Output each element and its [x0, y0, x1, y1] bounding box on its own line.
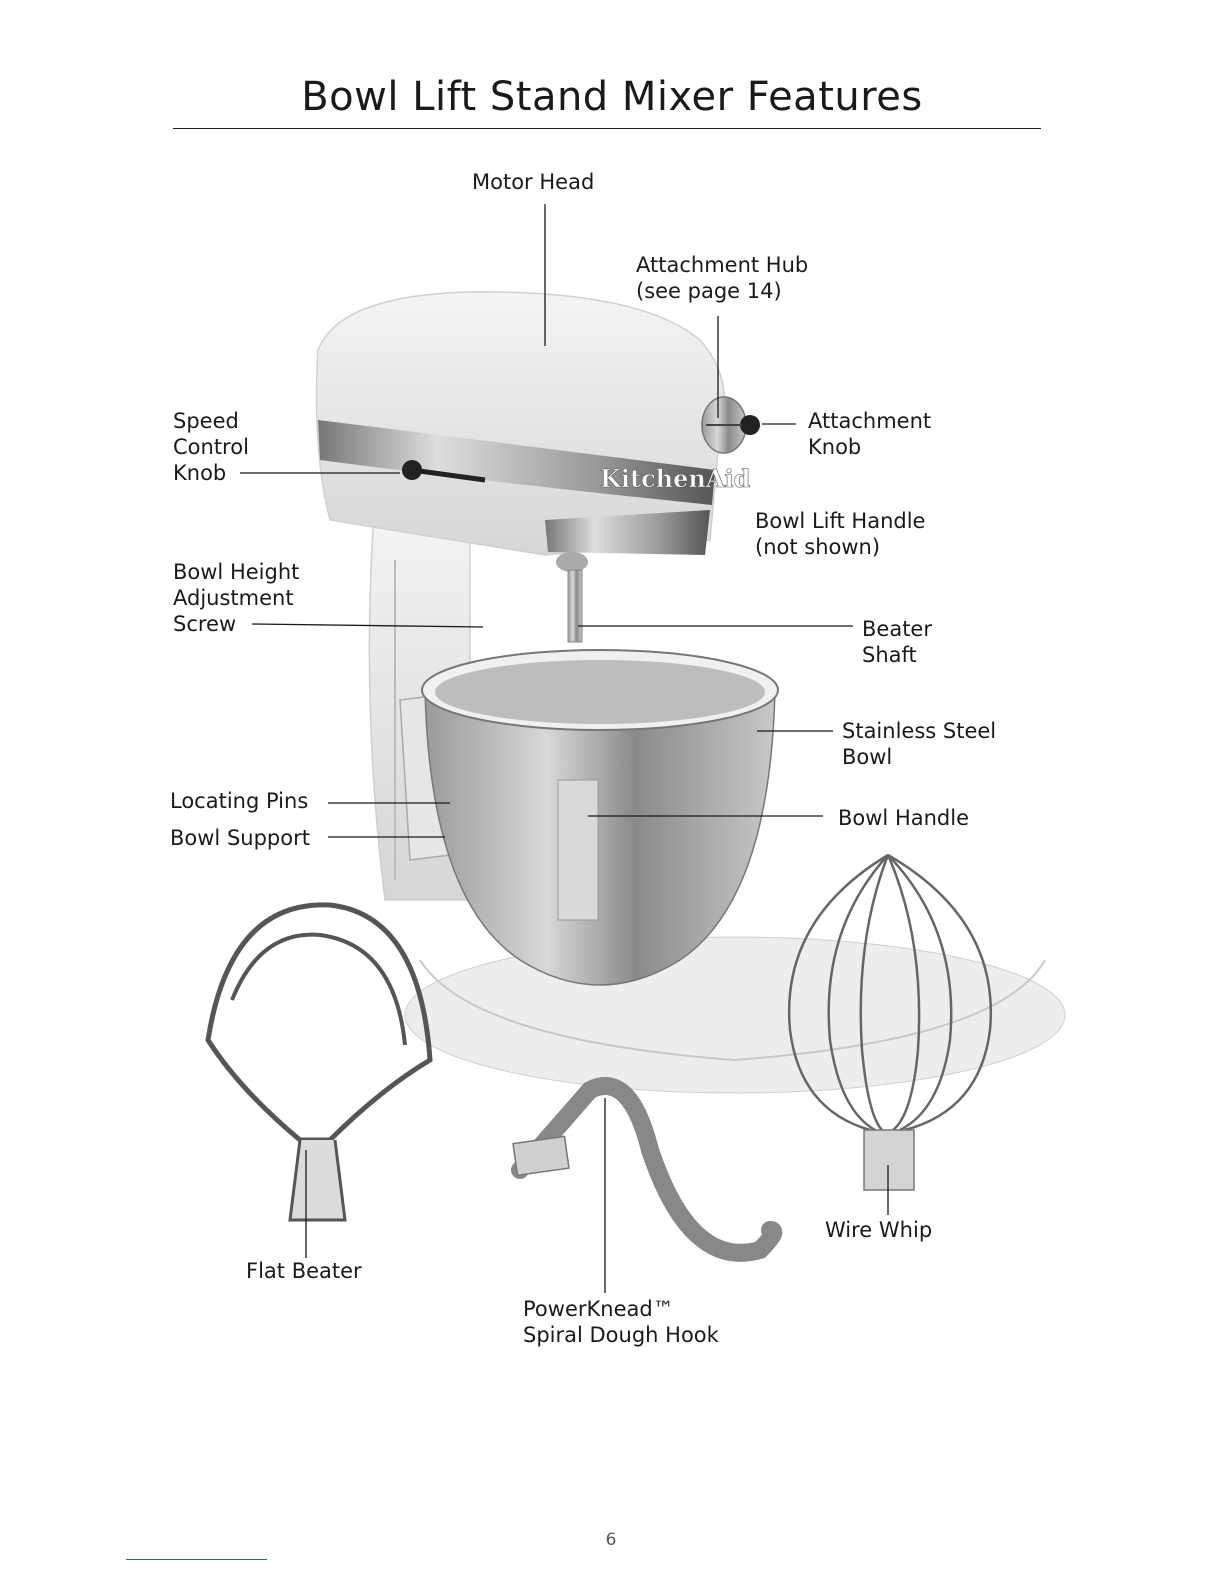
attachment-hub-shape — [701, 396, 760, 454]
dough-hook-shape — [511, 1077, 783, 1262]
label-speed-control-knob: Speed Control Knob — [173, 409, 249, 485]
leader-lines — [240, 204, 889, 1293]
label-wire-whip: Wire Whip — [825, 1218, 933, 1242]
beater-shaft-shape — [567, 569, 583, 643]
label-stainless-bowl: Stainless Steel Bowl — [842, 719, 997, 769]
page-number: 6 — [605, 1530, 617, 1550]
label-motor-head: Motor Head — [472, 170, 595, 194]
label-attachment-hub: Attachment Hub (see page 14) — [636, 253, 809, 303]
label-bowl-height-screw: Bowl Height Adjustment Screw — [173, 560, 300, 636]
stainless-bowl-shape — [421, 649, 779, 986]
label-dough-hook: PowerKnead™ Spiral Dough Hook — [523, 1297, 719, 1347]
label-locating-pins: Locating Pins — [170, 789, 309, 813]
label-flat-beater: Flat Beater — [246, 1259, 362, 1283]
brand-mark: KitchenAid — [600, 464, 751, 493]
label-bowl-lift-handle: Bowl Lift Handle (not shown) — [755, 509, 926, 559]
label-bowl-support: Bowl Support — [170, 826, 310, 850]
label-attachment-knob: Attachment Knob — [808, 409, 932, 459]
label-beater-shaft: Beater Shaft — [862, 617, 932, 667]
speed-control-knob-shape — [402, 460, 486, 483]
flat-beater-shape — [205, 902, 433, 1222]
bowl-handle-shape — [557, 779, 599, 921]
wire-whip-shape — [787, 853, 993, 1191]
mixer-base — [404, 936, 1066, 1094]
motor-head-shape — [315, 291, 726, 572]
footer-rule — [126, 1559, 267, 1560]
title-rule — [173, 128, 1041, 129]
label-bowl-handle: Bowl Handle — [838, 806, 969, 830]
page-title: Bowl Lift Stand Mixer Features — [301, 74, 923, 120]
